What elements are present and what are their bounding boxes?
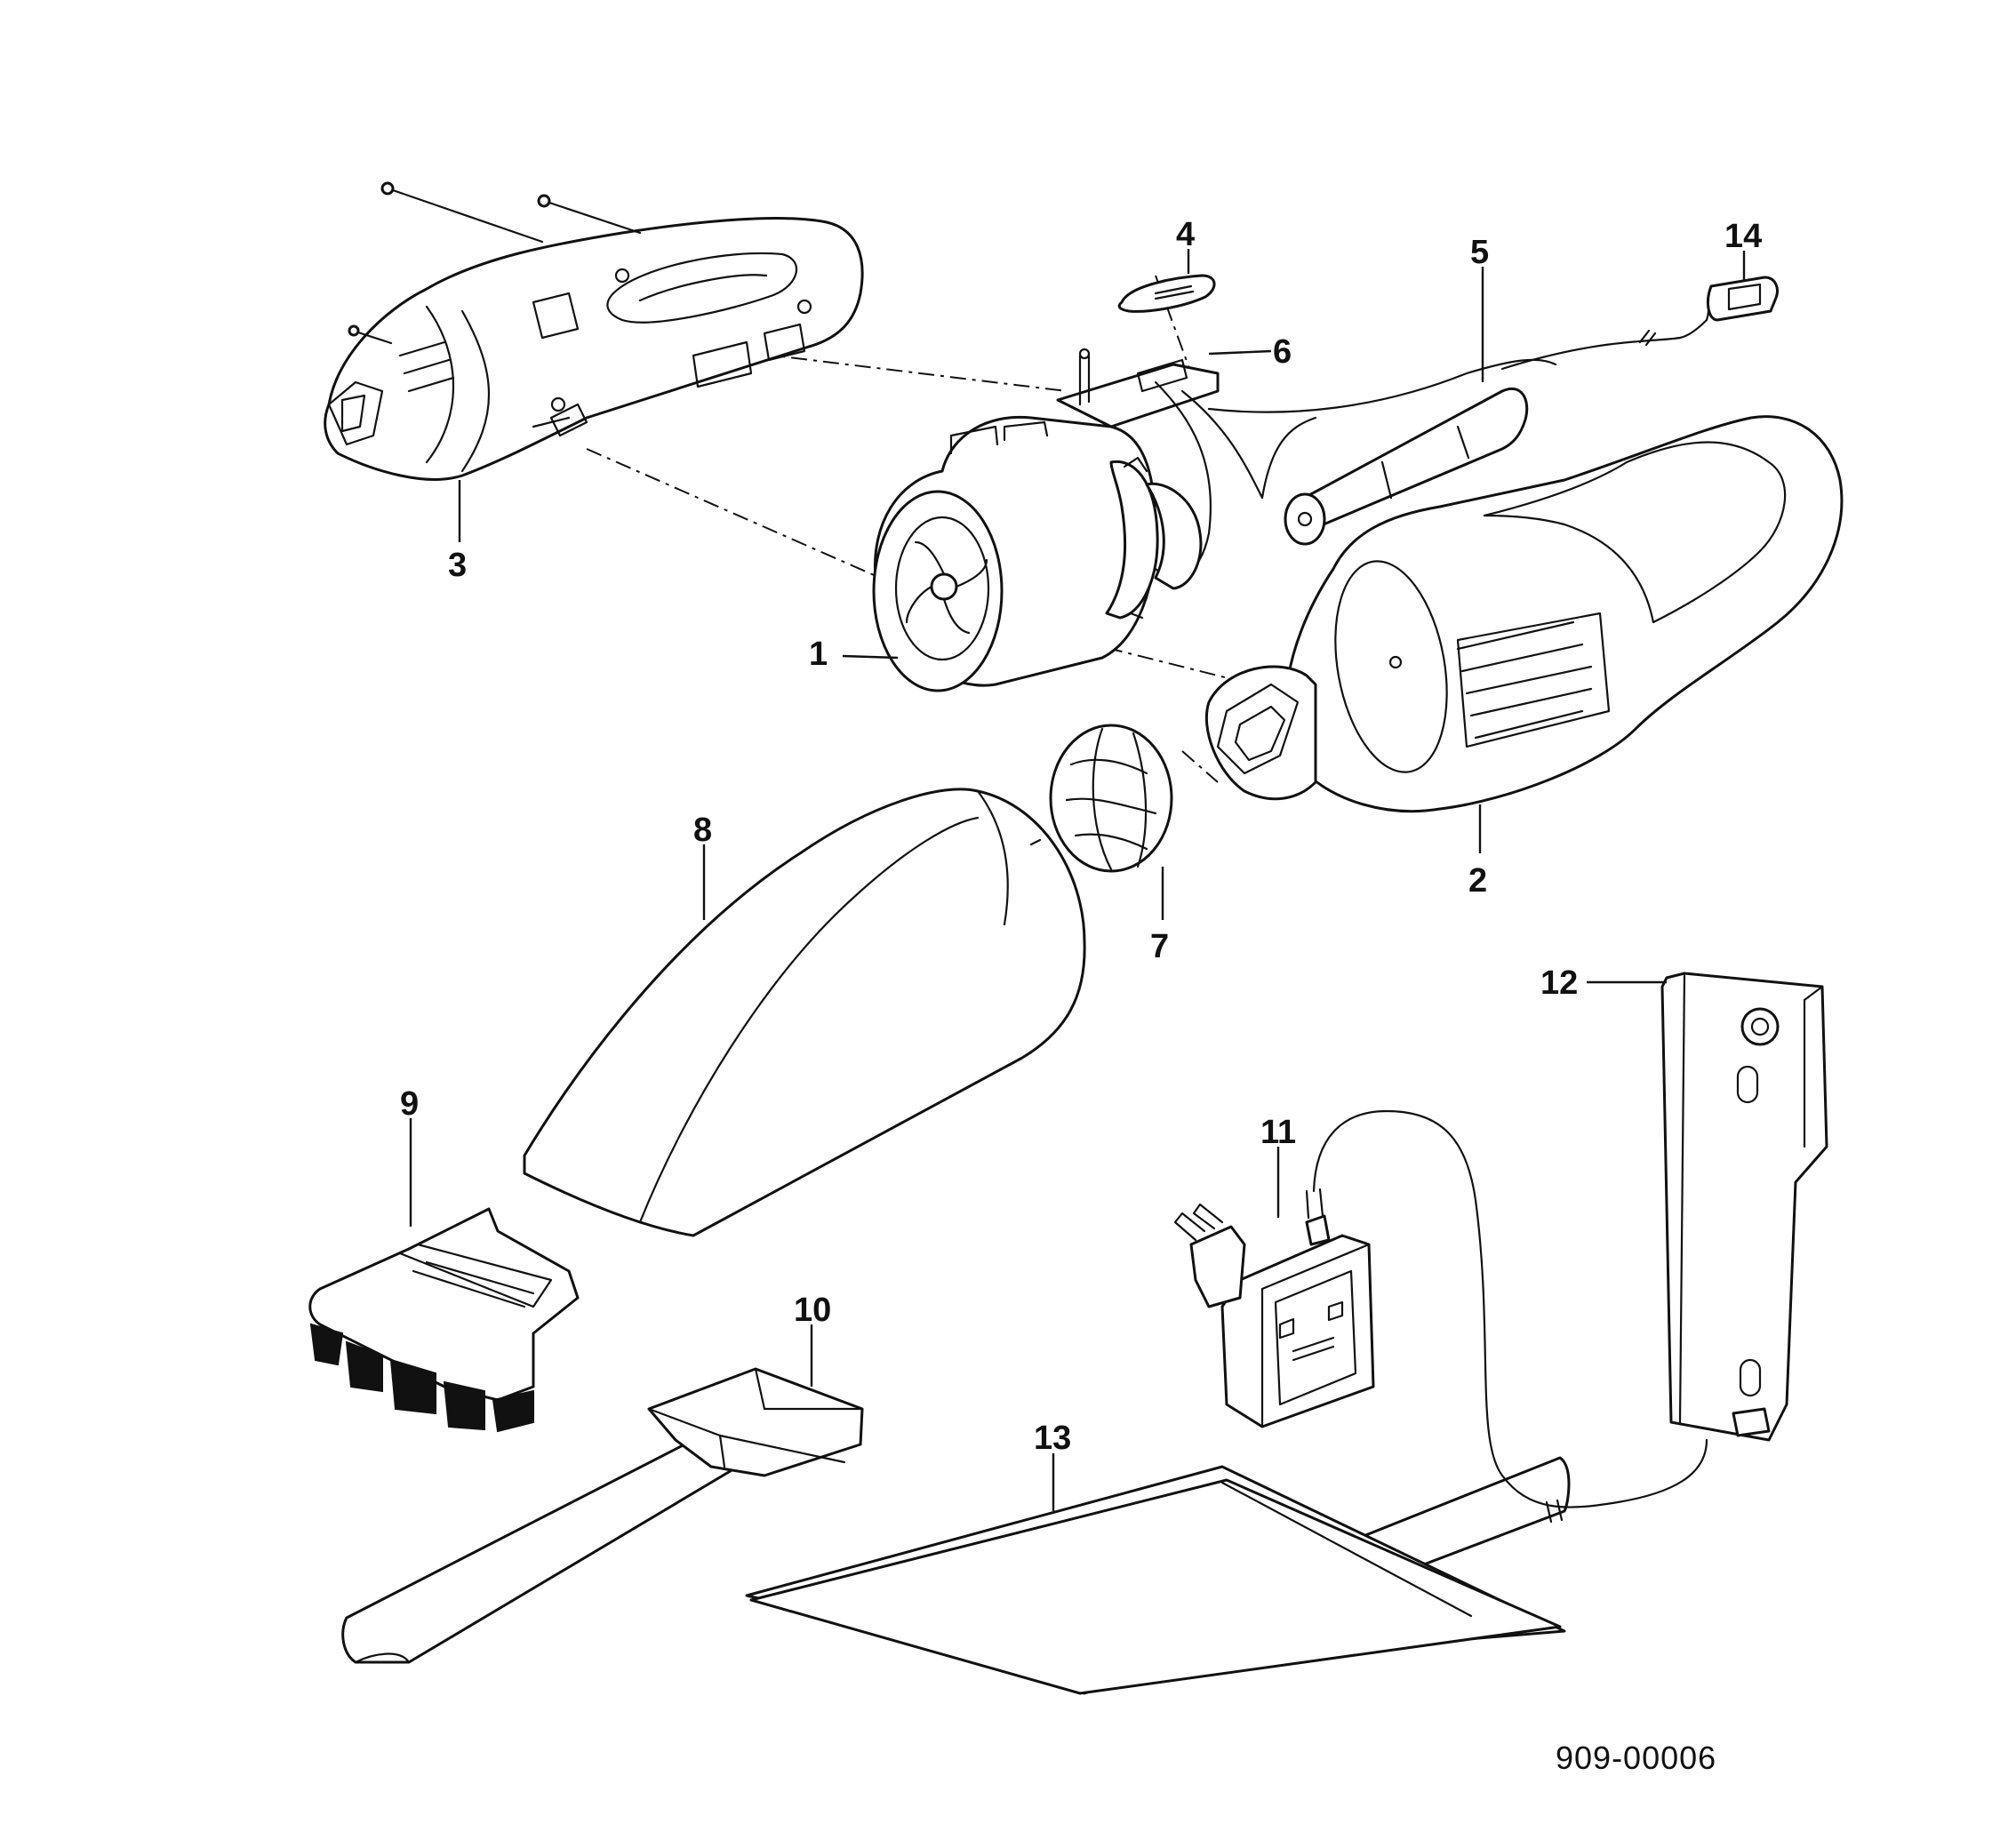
- callout-10: 10: [794, 1292, 831, 1329]
- part-6-switch-plate: [1056, 348, 1264, 579]
- part-13-instruction-sheets: [745, 1456, 1571, 1695]
- part-3-handle-shell: [324, 217, 864, 481]
- callout-1: 1: [809, 636, 828, 673]
- part-12-wall-mount: [1660, 972, 1828, 1442]
- callout-6: 6: [1273, 333, 1292, 371]
- assembly-lines: [568, 275, 1254, 783]
- part-1-motor-fan: [872, 415, 1203, 692]
- callout-2: 2: [1468, 862, 1487, 900]
- callout-14: 14: [1724, 218, 1762, 255]
- part-10-crevice-tool: [341, 1367, 864, 1664]
- part-2-main-housing: [1204, 415, 1844, 813]
- part-7-filter: [1049, 724, 1173, 873]
- part-8-dust-bowl: [523, 788, 1086, 1237]
- drawing-number: 909-00006: [1556, 1740, 1716, 1776]
- leader-lines: [409, 249, 1746, 1511]
- part-9-brush-nozzle: [308, 1207, 580, 1433]
- callout-4: 4: [1176, 216, 1195, 253]
- part-14-connector: [1705, 276, 1779, 322]
- screws: [348, 181, 642, 345]
- callout-labels: 1 2 3 4 5 6 7 8 9 10 11 12 13 14: [400, 216, 1762, 1457]
- callout-7: 7: [1150, 928, 1169, 965]
- part-11-charger-adapter: [1173, 1109, 1708, 1524]
- callout-13: 13: [1034, 1420, 1071, 1457]
- callout-5: 5: [1470, 234, 1489, 271]
- callout-8: 8: [693, 812, 712, 849]
- callout-3: 3: [448, 547, 467, 584]
- part-4-switch-button: [1117, 274, 1216, 313]
- callout-12: 12: [1540, 964, 1578, 1002]
- part-5-battery-pack: [1207, 318, 1708, 546]
- callout-9: 9: [400, 1085, 419, 1123]
- callout-11: 11: [1260, 1114, 1296, 1151]
